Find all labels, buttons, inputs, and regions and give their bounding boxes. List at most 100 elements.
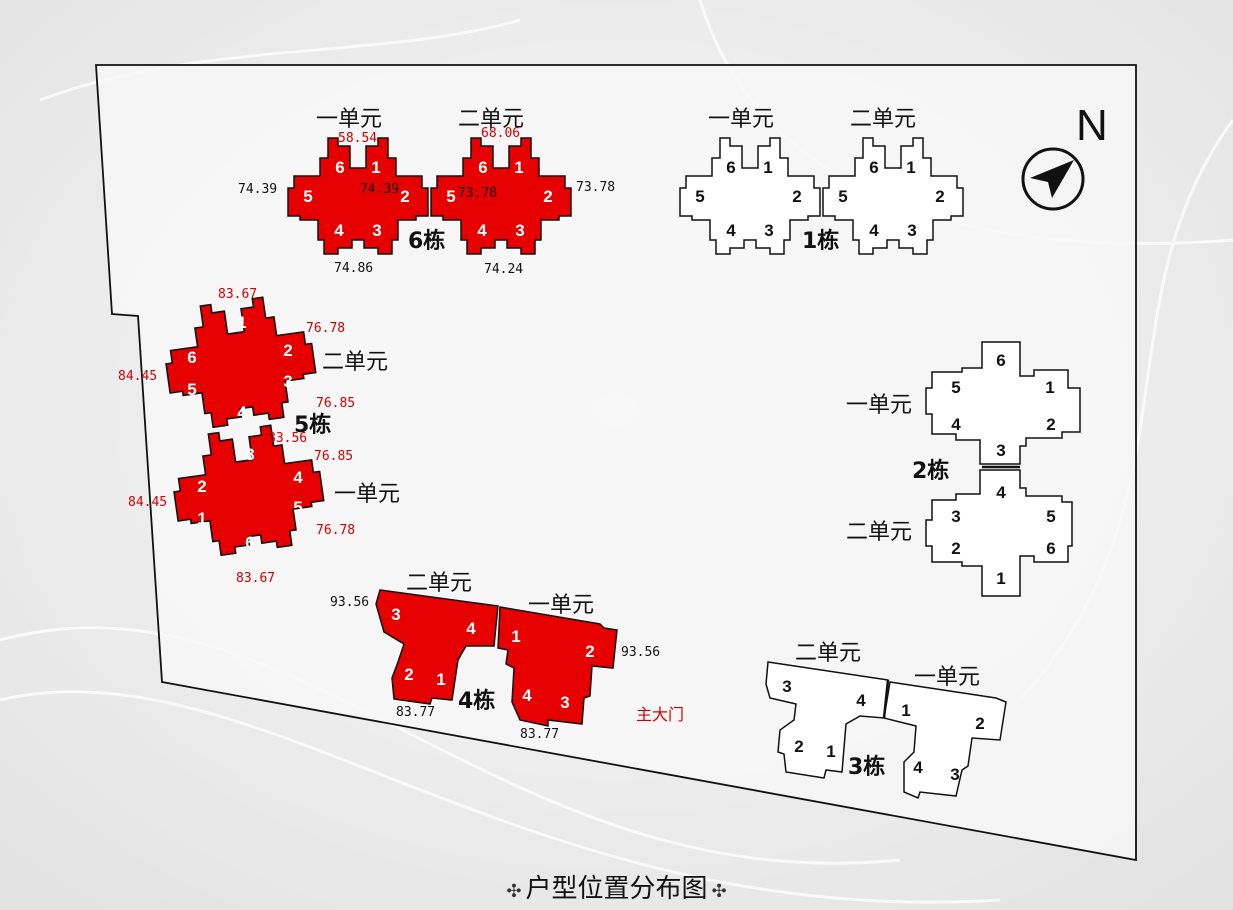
building-1[interactable]: 6 1 5 2 4 3 6 1 5 2 4 3 一单元 二单元 1栋 xyxy=(679,107,964,255)
unit-label-2: 二单元 xyxy=(846,520,912,545)
room-2: 2 xyxy=(792,187,801,206)
building-3-unit-1[interactable]: 1 2 4 3 xyxy=(883,681,1007,800)
room-5: 5 xyxy=(951,378,960,397)
room-6: 6 xyxy=(335,158,344,177)
room-6: 6 xyxy=(869,158,878,177)
building-label: 4栋 xyxy=(458,688,495,714)
building-1-unit-1[interactable]: 6 1 5 2 4 3 xyxy=(679,137,821,255)
unit-label-2: 二单元 xyxy=(406,571,472,596)
room-3: 3 xyxy=(764,221,773,240)
unit-label-1: 一单元 xyxy=(708,107,774,132)
room-1: 1 xyxy=(826,742,835,761)
room-3: 3 xyxy=(907,221,916,240)
building-4[interactable]: 3 4 2 1 1 2 4 3 二单元 一单元 4栋 93.56 83.77 9… xyxy=(330,571,660,742)
room-6: 6 xyxy=(187,348,196,367)
room-4: 4 xyxy=(522,686,532,705)
area-6: 68.06 xyxy=(481,126,520,141)
room-3: 3 xyxy=(515,221,524,240)
room-3: 3 xyxy=(782,677,791,696)
area-1: 83.67 xyxy=(218,287,257,302)
area-5: 73.78 xyxy=(458,186,497,201)
unit-label-1: 一单元 xyxy=(334,482,400,507)
area-5: 74.39 xyxy=(238,182,277,197)
area-6: 83.67 xyxy=(236,571,275,586)
room-5: 5 xyxy=(187,380,196,399)
room-2: 2 xyxy=(1046,415,1055,434)
building-6-unit-2[interactable]: 6 1 5 2 4 3 xyxy=(430,137,572,255)
area-2: 83.77 xyxy=(396,705,435,720)
area-6: 58.54 xyxy=(338,131,377,146)
building-label: 2栋 xyxy=(912,458,949,484)
compass-icon: N xyxy=(1021,101,1108,211)
area-2: 93.56 xyxy=(621,645,660,660)
room-5: 5 xyxy=(838,187,847,206)
room-2: 2 xyxy=(283,341,292,360)
room-5: 5 xyxy=(303,187,312,206)
building-1-unit-2[interactable]: 6 1 5 2 4 3 xyxy=(822,137,964,255)
room-3: 3 xyxy=(950,765,959,784)
room-4: 4 xyxy=(334,221,344,240)
room-6: 6 xyxy=(996,351,1005,370)
building-label: 6栋 xyxy=(408,228,445,254)
area-2: 73.78 xyxy=(576,180,615,195)
room-3: 3 xyxy=(283,372,292,391)
building-3[interactable]: 3 4 2 1 1 2 4 3 二单元 一单元 3栋 xyxy=(765,641,1007,800)
room-4: 4 xyxy=(856,691,866,710)
building-6[interactable]: 6 1 5 2 4 3 6 1 5 2 4 3 一单元 二单元 6栋 58.54… xyxy=(238,107,615,277)
area-4: 74.24 xyxy=(484,262,523,277)
unit-label-1: 一单元 xyxy=(528,593,594,618)
unit-divider xyxy=(882,679,890,719)
room-5: 5 xyxy=(695,187,704,206)
building-2[interactable]: 6 5 1 4 2 3 4 3 5 2 6 1 一单元 二单元 2栋 xyxy=(846,341,1081,597)
area-3: 83.56 xyxy=(268,431,307,446)
room-3: 3 xyxy=(391,605,400,624)
area-5: 76.78 xyxy=(316,523,355,538)
building-6-unit-1[interactable]: 6 1 5 2 4 3 xyxy=(287,137,429,255)
room-1: 1 xyxy=(436,670,445,689)
caption-deco-right-icon: ✣ xyxy=(711,881,727,902)
building-label: 3栋 xyxy=(848,754,885,780)
room-1: 1 xyxy=(511,627,520,646)
room-6: 6 xyxy=(726,158,735,177)
room-6: 6 xyxy=(1046,539,1055,558)
unit-label-2: 二单元 xyxy=(458,107,524,132)
room-4: 4 xyxy=(996,483,1006,502)
compass-north-label: N xyxy=(1076,101,1108,150)
room-2: 2 xyxy=(935,187,944,206)
building-5-unit-1[interactable]: 3 4 5 6 1 2 xyxy=(165,418,331,562)
building-5[interactable]: 1 2 3 4 5 6 3 4 5 6 1 2 二单元 一单元 5栋 83.67… xyxy=(118,287,400,586)
area-4: 76.85 xyxy=(314,449,353,464)
room-1: 1 xyxy=(906,158,915,177)
room-1: 1 xyxy=(514,158,523,177)
room-2: 2 xyxy=(975,714,984,733)
caption-text: 户型位置分布图 xyxy=(525,874,708,904)
room-4: 4 xyxy=(477,221,487,240)
building-4-unit-2[interactable]: 3 4 2 1 xyxy=(375,589,499,705)
area-2: 76.78 xyxy=(306,321,345,336)
room-3: 3 xyxy=(996,441,1005,460)
building-4-unit-1[interactable]: 1 2 4 3 xyxy=(497,606,618,727)
room-2: 2 xyxy=(404,665,413,684)
building-5-unit-2[interactable]: 1 2 3 4 5 6 xyxy=(157,290,323,434)
room-3: 3 xyxy=(372,221,381,240)
site-boundary xyxy=(95,64,1137,862)
room-2: 2 xyxy=(794,737,803,756)
room-1: 1 xyxy=(901,701,910,720)
building-2-unit-1[interactable]: 6 5 1 4 2 3 xyxy=(925,341,1081,465)
building-label: 1栋 xyxy=(802,228,839,254)
building-3-unit-2[interactable]: 3 4 2 1 xyxy=(765,661,889,779)
room-2: 2 xyxy=(585,642,594,661)
room-4: 4 xyxy=(869,221,879,240)
building-2-unit-2[interactable]: 4 3 5 2 6 1 xyxy=(925,469,1073,597)
room-3: 3 xyxy=(245,445,254,464)
room-5: 5 xyxy=(293,498,302,517)
room-6: 6 xyxy=(478,158,487,177)
room-4: 4 xyxy=(293,468,303,487)
room-5: 5 xyxy=(446,187,455,206)
room-4: 4 xyxy=(237,403,247,422)
room-3: 3 xyxy=(560,693,569,712)
unit-label-2: 二单元 xyxy=(795,641,861,666)
room-6: 6 xyxy=(245,533,254,552)
